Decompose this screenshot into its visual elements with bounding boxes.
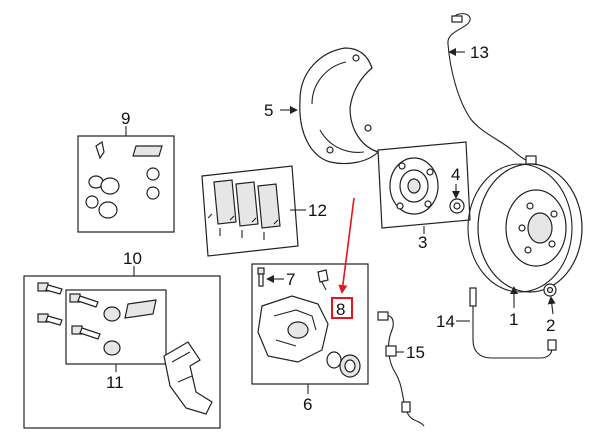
part-7-bleeder-screw[interactable] — [257, 267, 265, 287]
part-12-pads-box — [201, 165, 299, 257]
highlight-arrow — [338, 197, 355, 294]
part-10-guide-pins[interactable] — [37, 282, 101, 340]
callout-1: 1 — [509, 310, 518, 329]
part-4-hub-nut[interactable] — [449, 198, 465, 214]
part-10-caliper-bracket[interactable] — [163, 341, 213, 415]
part-10-kit-box — [23, 275, 221, 429]
part-9-kit-contents[interactable] — [85, 141, 163, 219]
callout-8: 8 — [336, 300, 345, 319]
part-15-brake-hose[interactable] — [377, 311, 425, 427]
part-6-caliper-box — [251, 263, 369, 385]
callout-13: 13 — [470, 43, 489, 62]
callout-11: 11 — [106, 373, 124, 392]
callout-7: 7 — [286, 270, 295, 289]
part-2-rotor-screw[interactable] — [543, 283, 557, 297]
part-6-caliper[interactable] — [257, 295, 329, 363]
callout-8-highlight — [331, 297, 353, 319]
part-13-abs-wire[interactable] — [447, 13, 537, 165]
part-5-splash-shield[interactable] — [299, 47, 380, 165]
callout-4: 4 — [451, 165, 460, 184]
part-14-sensor-wire[interactable] — [469, 287, 557, 359]
part-6-piston-seals[interactable] — [326, 351, 361, 378]
callout-3: 3 — [418, 233, 427, 252]
callout-9: 9 — [121, 109, 130, 128]
callout-6: 6 — [303, 395, 312, 414]
part-12-brake-pads[interactable] — [207, 179, 281, 240]
callout-2: 2 — [546, 316, 555, 335]
callout-14: 14 — [436, 312, 455, 331]
part-11-boots[interactable] — [103, 299, 157, 356]
part-3-hub-bearing[interactable] — [389, 157, 439, 215]
part-3-hub-box — [377, 141, 471, 229]
part-1-rotor[interactable] — [467, 163, 583, 293]
callout-10: 10 — [123, 249, 142, 268]
part-8-bleeder-cap[interactable] — [317, 269, 329, 291]
callout-15: 15 — [406, 343, 425, 362]
callout-5: 5 — [264, 101, 273, 120]
callout-12: 12 — [308, 201, 327, 220]
